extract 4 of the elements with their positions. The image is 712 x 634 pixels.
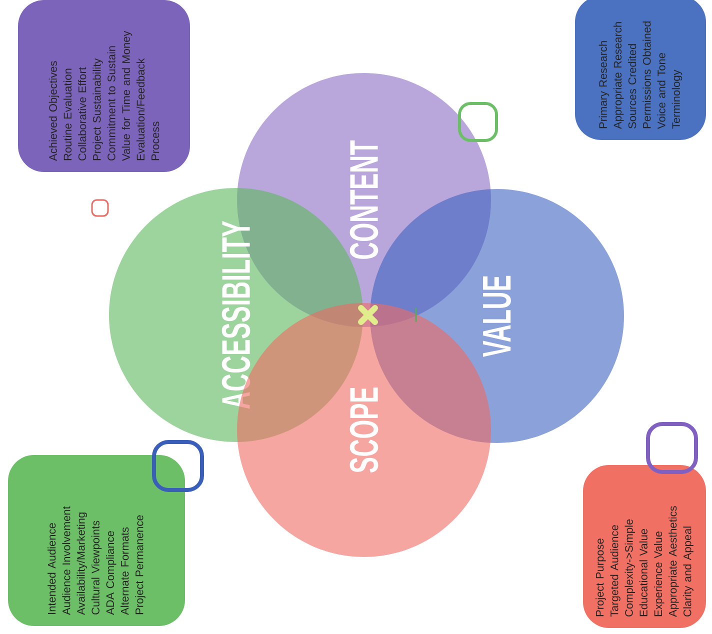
list-box: Intended Audience Audience Involvement Availability/Marketing Cultural Viewpoints ADA Compliance Alternate Formats Project Permanence xyxy=(8,454,185,626)
list-box: Project Purpose Targeted Audience Complexity->Simple Educational Value Experience Value Appropriate Aesthetics Clarity and Appeal xyxy=(583,464,706,628)
list-box: Achieved Objectives Routine Evaluation Collaborative Effort Project Sustainability Commitment to Sustain Value for Time and Money Evaluation/Feedback Process xyxy=(18,0,190,172)
list-box: Primary Research Appropriate Research Sources Credited Permissions Obtained Voice and Tone Terminology xyxy=(575,0,706,140)
